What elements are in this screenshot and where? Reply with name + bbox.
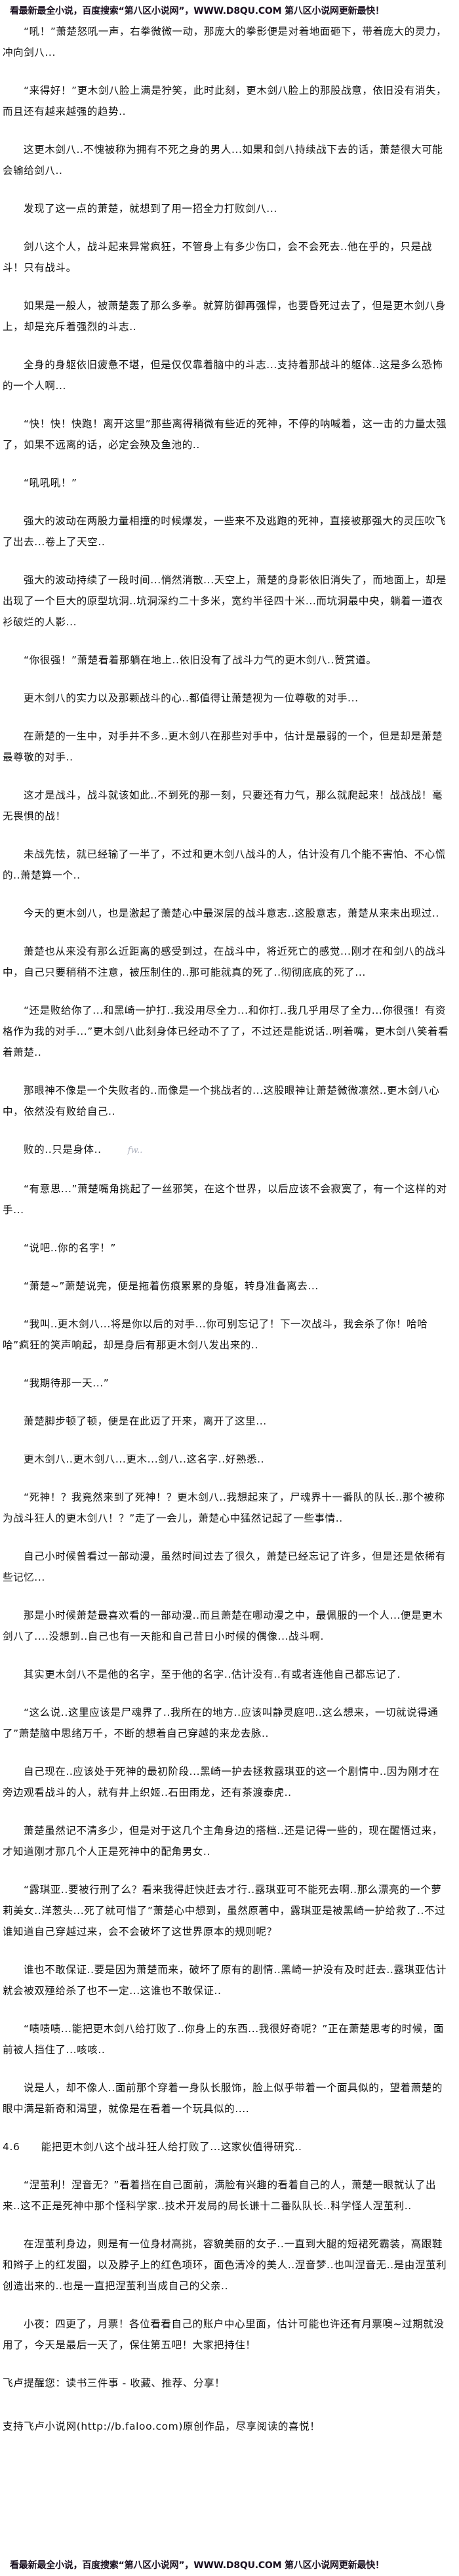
paragraph: “有意思...”萧楚嘴角挑起了一丝邪笑，在这个世界，以后应该不会寂寞了，有一个这… — [3, 1183, 447, 1216]
paragraph-text: 败的..只是身体.. — [24, 1144, 102, 1155]
paragraph: “啧啧啧...能把更木剑八给打败了..你身上的东西...我很好奇呢？”正在萧楚思… — [3, 2023, 445, 2056]
paragraph: “露琪亚..要被行刑了么？看来我得赶快赶去才行..露琪亚可不能死去啊..那么漂亮… — [3, 1884, 446, 1938]
faloo-reminder: 飞卢提醒您：读书三件事 - 收藏、推荐、分享！ — [3, 2377, 226, 2389]
paragraph: “我叫..更木剑八...将是你以后的对手...你可别忘记了！下一次战斗，我会杀了… — [3, 1318, 428, 1351]
paragraph: 这更木剑八..不愧被称为拥有不死之身的男人...如果和剑八持续战下去的话，萧楚很… — [3, 144, 443, 177]
paragraph: “吼！”萧楚怒吼一声，右拳微微一动，那庞大的拳影便是对着地面砸下，带着庞大的灵力… — [3, 26, 447, 58]
paragraph: 全身的身躯依旧疲惫不堪，但是仅仅靠着脑中的斗志...支持着那战斗的躯体..这是多… — [3, 359, 443, 392]
paragraph: 强大的波动持续了一段时间...悄然消散...天空上，萧楚的身影依旧消失了，而地面… — [3, 574, 447, 628]
paragraph: “萧楚~”萧楚说完，便是拖着伤痕累累的身躯，转身准备离去... — [24, 1280, 319, 1292]
paragraph: 未战先怯，就已经输了一半了，不过和更木剑八战斗的人，估计没有几个能不害怕、不心慌… — [3, 848, 447, 881]
paragraph: “死神！？我竟然来到了死神！？更木剑八..我想起来了，尸魂界十一番队的队长..那… — [3, 1491, 445, 1524]
site-banner-bottom: 看最新最全小说，百度搜索“第八区小说网”，WWW.D8QU.COM 第八区小说网… — [10, 2560, 384, 2571]
paragraph: “快！快！快跑！离开这里”那些离得稍微有些近的死神，不停的呐喊着，这一击的力量太… — [3, 418, 447, 451]
paragraph: “吼吼吼！” — [24, 477, 77, 489]
paragraph: 这才是战斗，战斗就该如此..不到死的那一刻，只要还有力气，那么就爬起来！战战战！… — [3, 789, 443, 822]
paragraph: 更木剑八的实力以及那颗战斗的心..都值得让萧楚视为一位尊敬的对手... — [24, 692, 359, 704]
paragraph: 强大的波动在两股力量相撞的时候爆发，一些来不及逃跑的死神，直接被那强大的灵压吹飞… — [3, 515, 447, 548]
paragraph: 萧楚也从来没有那么近距离的感受到过，在战斗中，将近死亡的感觉...刚才在和剑八的… — [3, 945, 447, 978]
watermark-mark: fw.. — [127, 1146, 143, 1155]
paragraph: 在涅茧利身边，则是有一位身材高挑，容貌美丽的女子..一直到大腿的短裙死霸装，高跟… — [3, 2238, 447, 2292]
paragraph: 那是小时候萧楚最喜欢看的一部动漫..而且萧楚在哪动漫之中，最佩服的一个人...便… — [3, 1610, 443, 1642]
paragraph: 说是人，却不像人..面前那个穿着一身队长服饰，脸上似乎带着一个面具似的，望着萧楚… — [3, 2082, 443, 2115]
chapter-content: “吼！”萧楚怒吼一声，右拳微微一动，那庞大的拳影便是对着地面砸下，带着庞大的灵力… — [0, 18, 459, 2437]
paragraph: 自己现在..应该处于死神的最初阶段...黑崎一护去拯救露琪亚的这一个剧情中..因… — [3, 1766, 440, 1798]
paragraph: 其实更木剑八不是他的名字，至于他的名字..估计没有..有或者连他自己都忘记了. — [24, 1669, 401, 1680]
paragraph: 败的..只是身体.. fw.. — [3, 1139, 450, 1161]
paragraph: 今天的更木剑八，也是激起了萧楚心中最深层的战斗意志..这股意志，萧楚从来未出现过… — [24, 907, 439, 919]
paragraph: “说吧..你的名字！” — [24, 1242, 117, 1254]
paragraph: “还是败给你了...和黑崎一护打..我没用尽全力...和你打..我几乎用尽了全力… — [3, 1005, 449, 1058]
paragraph: 如果是一般人，被萧楚轰了那么多拳。就算防御再强悍，也要昏死过去了，但是更木剑八身… — [3, 300, 447, 333]
paragraph: 那眼神不像是一个失败者的..而像是一个挑战者的...这股眼神让萧楚微微凛然..更… — [3, 1085, 440, 1117]
paragraph: 萧楚脚步顿了顿，便是在此迈了开来，离开了这里... — [24, 1415, 267, 1427]
paragraph: 在萧楚的一生中，对手并不多..更木剑八在那些对手中，估计是最弱的一个，但是却是萧… — [3, 730, 443, 763]
paragraph: 萧楚虽然记不清多少，但是对于这几个主角身边的搭档..还是记得一些的，现在醒悟过来… — [3, 1825, 443, 1858]
site-banner-top: 看最新最全小说，百度搜索“第八区小说网”，WWW.D8QU.COM 第八区小说网… — [10, 6, 384, 16]
paragraph: 谁也不敢保证..要是因为萧楚而来，破坏了原有的剧情..黑崎一护没有及时赶去..露… — [3, 1964, 447, 1997]
paragraph: 发现了这一点的萧楚，就想到了用一招全力打败剑八... — [24, 203, 277, 215]
paragraph: “来得好！”更木剑八脸上满是狞笑，此时此刻，更木剑八脸上的那股战意，依旧没有消失… — [3, 85, 447, 117]
paragraph: “你很强！”萧楚看着那躺在地上..依旧没有了战斗力气的更木剑八..赞赏道。 — [24, 654, 377, 666]
paragraph: 剑八这个人，战斗起来异常疯狂，不管身上有多少伤口，会不会死去..他在乎的，只是战… — [3, 241, 432, 274]
paragraph: “我期待那一天...” — [24, 1377, 110, 1389]
paragraph: 4.6 能把更木剑八这个战斗狂人给打败了...这家伙值得研究.. — [3, 2141, 302, 2153]
author-note: 小夜：四更了，月票！各位看看自己的账户中心里面，估计可能也许还有月票噢~过期就没… — [3, 2318, 445, 2351]
paragraph: “涅茧利！涅音无？”看着挡在自己面前，满脸有兴趣的看着自己的人，萧楚一眼就认了出… — [3, 2179, 437, 2212]
paragraph: “这么说..这里应该是尸魂界了..我所在的地方..应该叫静灵庭吧..这么想来，一… — [3, 1707, 439, 1739]
paragraph: 自己小时候曾看过一部动漫，虽然时间过去了很久，萧楚已经忘记了许多，但是还是依稀有… — [3, 1550, 447, 1583]
paragraph: 更木剑八..更木剑八...更木...剑八..这名字..好熟悉.. — [24, 1453, 265, 1465]
faloo-support-line: 支持飞卢小说网(http://b.faloo.com)原创作品，尽享阅读的喜悦！ — [3, 2420, 321, 2432]
